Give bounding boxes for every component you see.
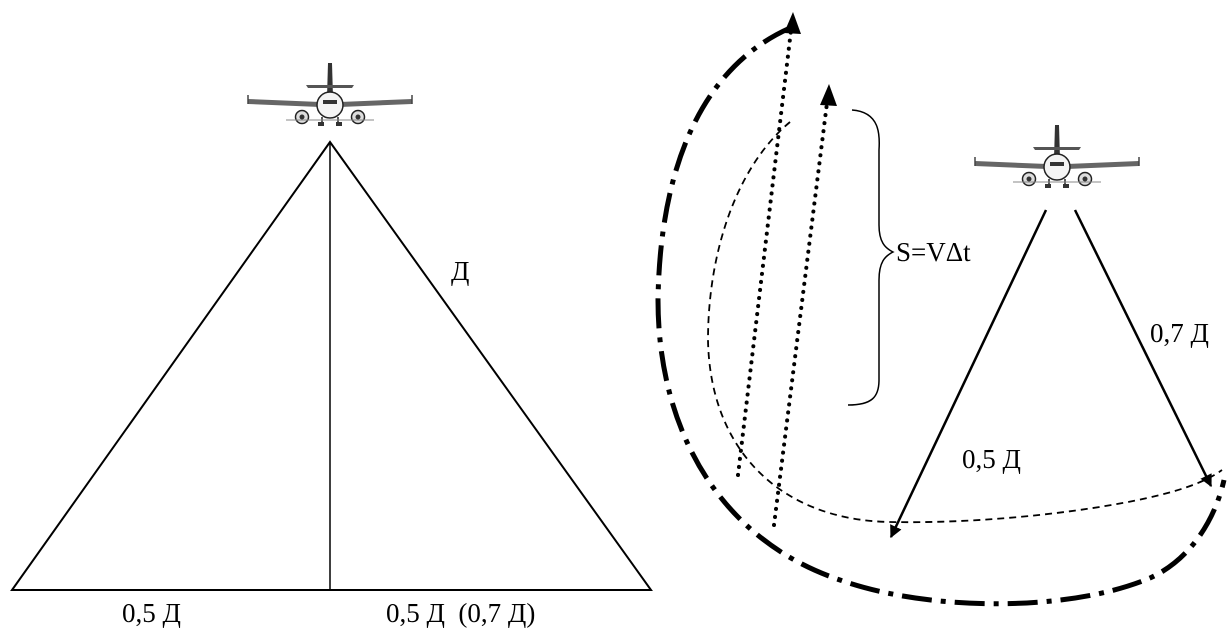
- outer-range-label: 0,7 Д: [1150, 318, 1209, 348]
- slant-range-label: Д: [451, 256, 469, 286]
- base-left-label: 0,5 Д: [122, 598, 181, 628]
- coverage-triangle: [10, 140, 653, 591]
- aircraft-icon: [974, 124, 1140, 189]
- base-right-label: 0,5 Д (0,7 Д): [386, 598, 535, 628]
- distance-brace: [847, 109, 895, 406]
- ground-track-2: [772, 93, 830, 527]
- aircraft-icon: [247, 62, 413, 127]
- track-1-arrowhead: [784, 12, 801, 34]
- ground-track-1: [736, 20, 794, 477]
- outer-range-arc: [655, 25, 1227, 607]
- range-arrow-right: [1073, 209, 1213, 488]
- range-arrow-left: [889, 209, 1048, 539]
- track-2-arrowhead: [820, 84, 837, 106]
- inner-range-arc: [707, 121, 1223, 524]
- right-diagram: S=VΔt 0,7 Д 0,5 Д: [655, 12, 1227, 607]
- distance-label: S=VΔt: [896, 237, 971, 267]
- left-diagram: Д 0,5 Д 0,5 Д (0,7 Д): [10, 62, 653, 628]
- inner-range-label: 0,5 Д: [962, 444, 1021, 474]
